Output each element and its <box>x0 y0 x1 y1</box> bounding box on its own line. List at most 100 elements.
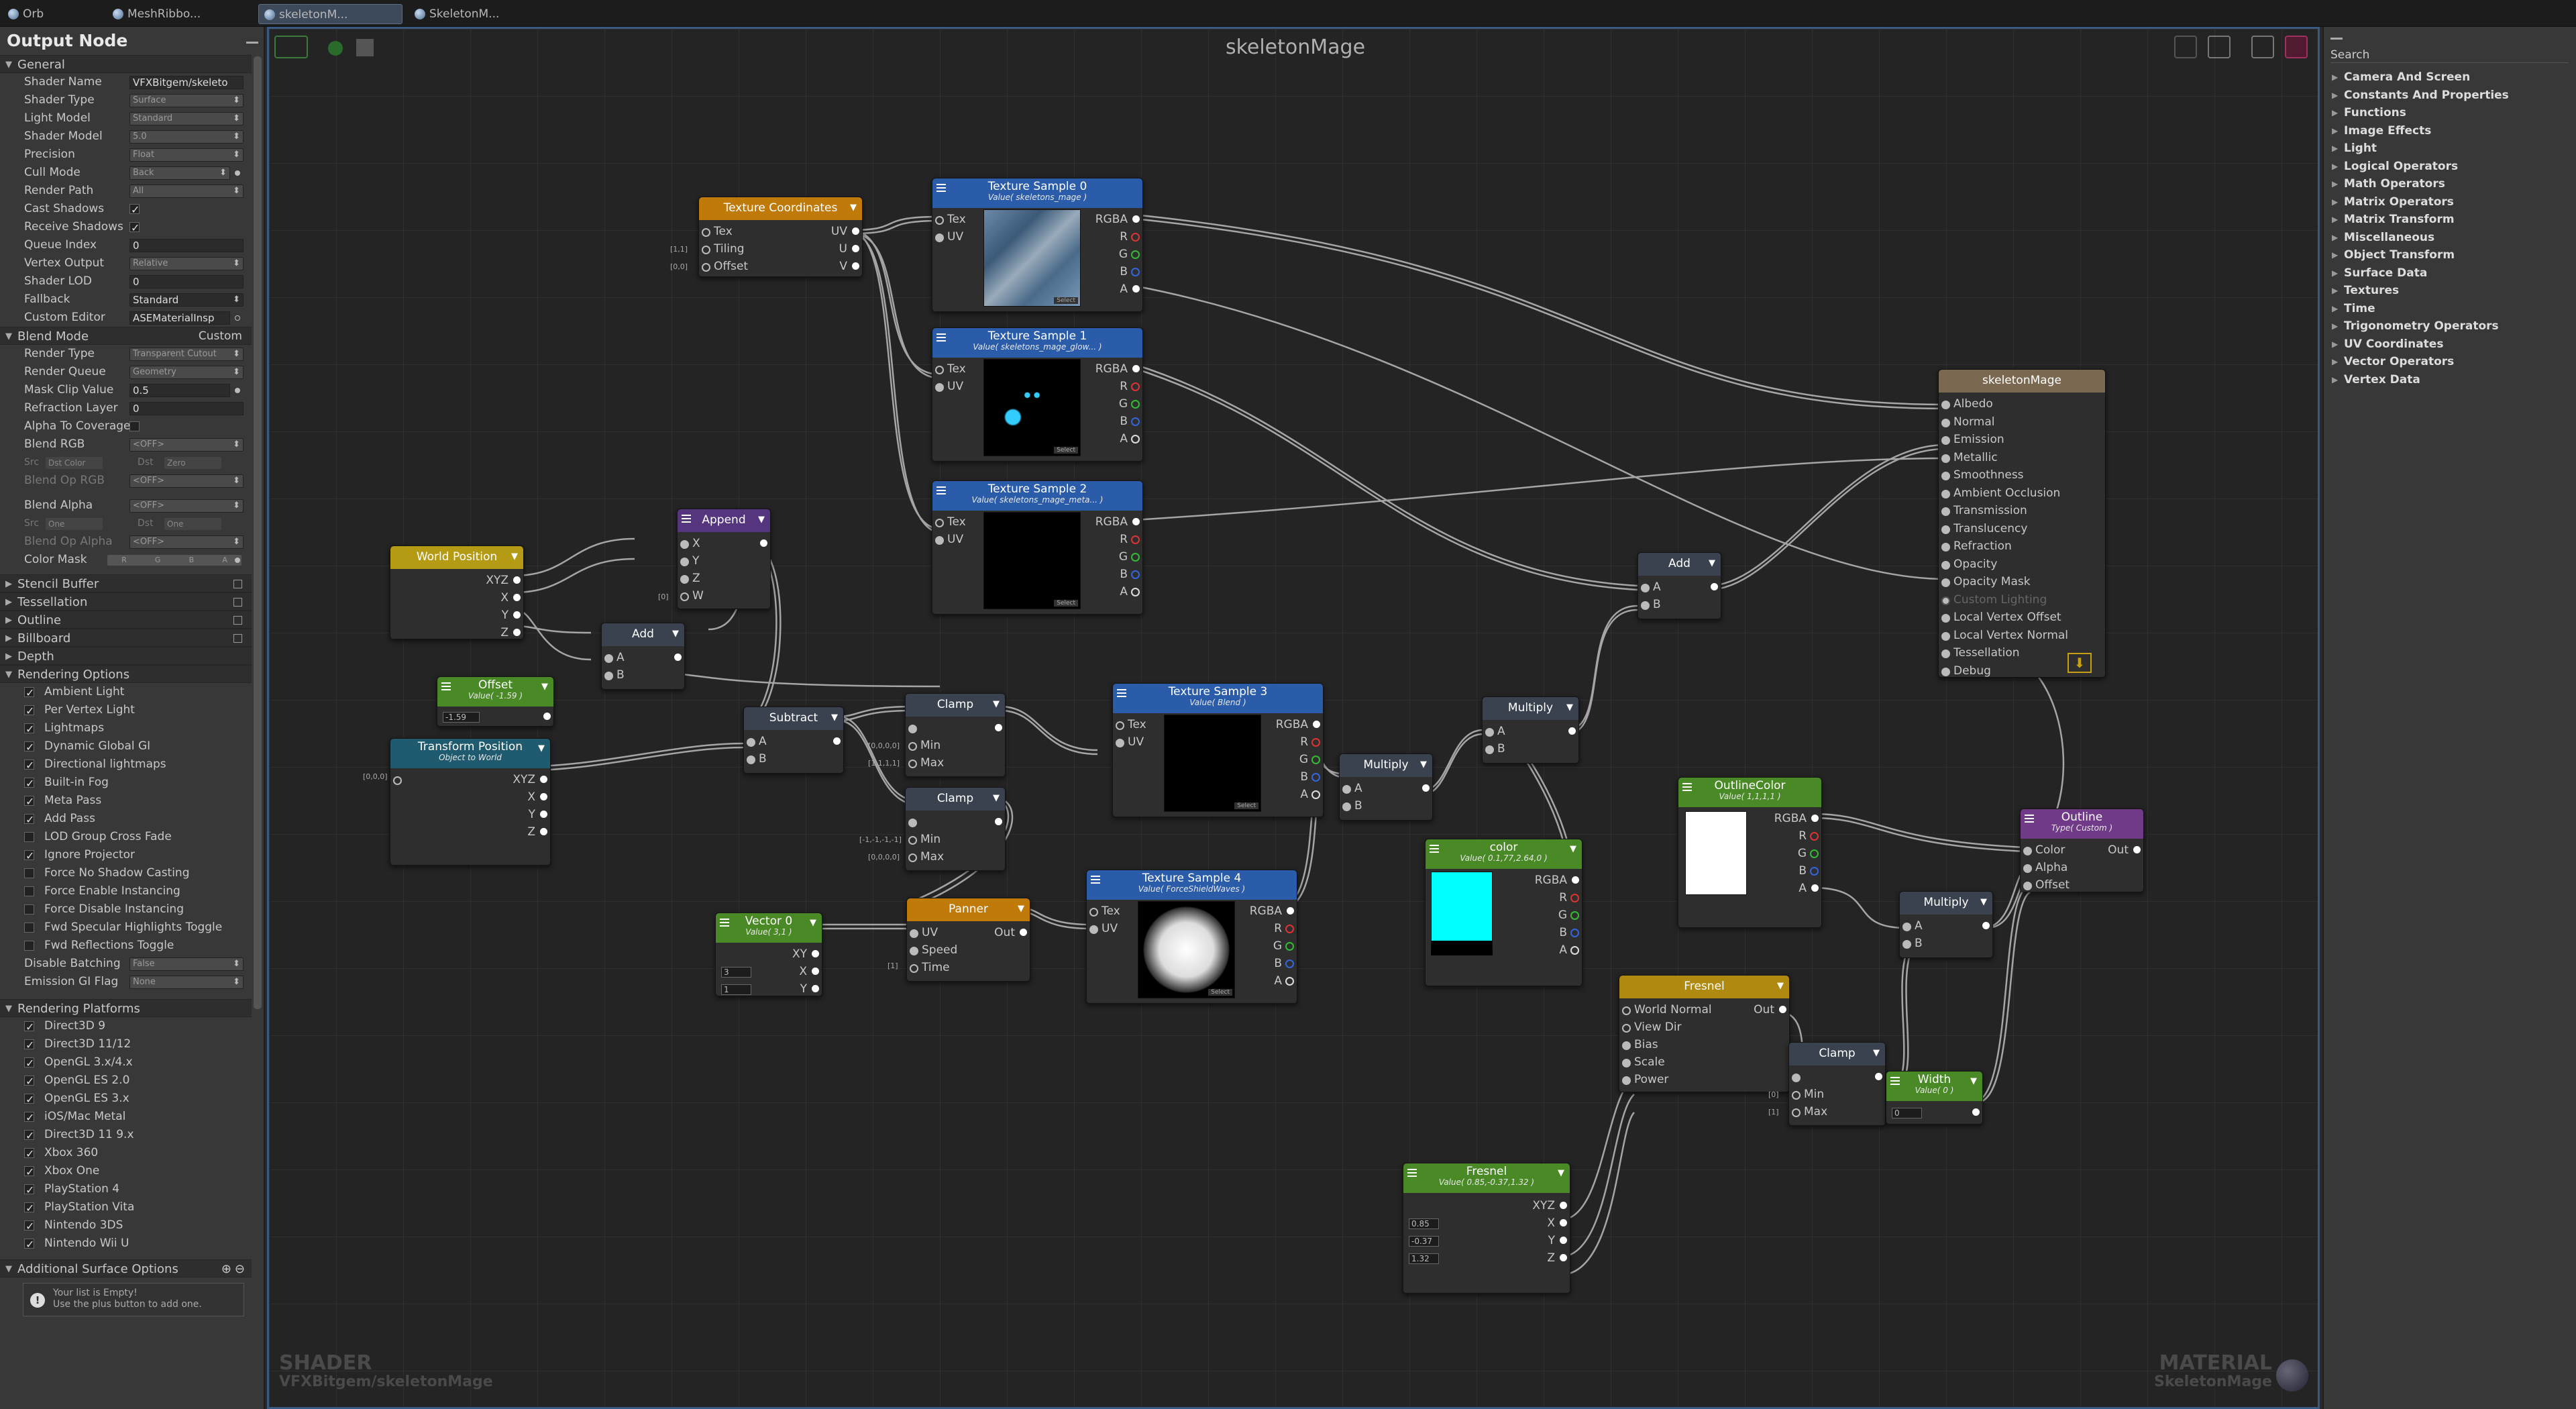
pin-out-r[interactable]: R <box>1274 921 1297 936</box>
pin-out-x[interactable]: X <box>799 964 822 979</box>
pin-min[interactable]: Min <box>906 738 941 753</box>
option-checkbox[interactable] <box>24 904 34 915</box>
tab-orb[interactable]: Orb <box>3 4 76 24</box>
node-clamp[interactable]: Clamp▼ Min Max <box>1788 1042 1886 1126</box>
pin-out-g[interactable]: G <box>1119 550 1142 564</box>
focus-icon[interactable] <box>2251 36 2274 58</box>
pin-uv[interactable]: UV <box>932 532 963 547</box>
pin-b[interactable]: B <box>1900 936 1923 951</box>
mask-clip-input[interactable]: 0.5 <box>129 384 230 397</box>
pin-out-z[interactable]: Z <box>500 625 523 640</box>
pin-out[interactable] <box>1978 919 1992 933</box>
node-clamp[interactable]: Clamp▼ Min Max <box>905 787 1006 871</box>
node-fresnel[interactable]: Fresnel▼ World Normal View Dir Bias Scal… <box>1619 975 1790 1092</box>
pin-out-z[interactable]: Z <box>527 825 550 839</box>
pin-out[interactable]: Out <box>2108 843 2143 857</box>
pin-offset[interactable]: Offset <box>699 259 748 274</box>
section-general[interactable]: General <box>0 55 252 74</box>
palette-category[interactable]: UV Coordinates <box>2324 335 2576 354</box>
master-pin[interactable]: Tessellation <box>1939 645 2020 660</box>
platform-checkbox[interactable] <box>24 1036 34 1054</box>
pin-bias[interactable]: Bias <box>1619 1037 1658 1052</box>
pin-out-b[interactable]: B <box>1120 264 1142 279</box>
dropdown-arrow-icon[interactable]: ▼ <box>1558 1168 1564 1178</box>
fallback-picker[interactable]: Standard <box>129 293 244 307</box>
width-value-input[interactable]: 0 <box>1892 1108 1922 1118</box>
palette-category[interactable]: Object Transform <box>2324 246 2576 264</box>
pin-out-r[interactable]: R <box>1120 379 1142 394</box>
disable-batching-dropdown[interactable]: False <box>129 957 244 971</box>
platform-checkbox[interactable] <box>24 1018 34 1036</box>
pin-out-uv[interactable]: UV <box>831 224 862 239</box>
section-rendering-platforms[interactable]: Rendering Platforms <box>0 999 252 1018</box>
pin-out-xyz[interactable]: XYZ <box>513 772 550 787</box>
dropdown-arrow-icon[interactable]: ▼ <box>850 203 857 213</box>
save-icon[interactable] <box>356 39 374 56</box>
pin-out[interactable] <box>755 536 770 551</box>
pin-view-dir[interactable]: View Dir <box>1619 1020 1682 1035</box>
option-checkbox[interactable] <box>24 923 34 933</box>
pin-b[interactable]: B <box>1638 597 1661 612</box>
section-rendering-options[interactable]: Rendering Options <box>0 665 252 684</box>
offset-value-input[interactable]: -1.59 <box>443 712 480 723</box>
toggle-square-icon[interactable] <box>233 616 242 625</box>
platform-checkbox[interactable] <box>24 1217 34 1235</box>
palette-category[interactable]: Vertex Data <box>2324 371 2576 389</box>
pin-tex[interactable]: Tex <box>1113 717 1146 732</box>
precision-dropdown[interactable]: Float <box>129 148 244 162</box>
node-multiply[interactable]: Multiply▼ A B <box>1339 753 1433 821</box>
pin-out-xyz[interactable]: XYZ <box>1532 1198 1570 1213</box>
pin-power[interactable]: Power <box>1619 1072 1668 1087</box>
pin-out-rgba[interactable]: RGBA <box>1250 904 1297 919</box>
section-tessellation[interactable]: Tessellation <box>0 592 252 611</box>
fresnel-z-input[interactable]: 1.32 <box>1409 1253 1439 1264</box>
pin-out[interactable] <box>990 721 1005 735</box>
pin-uv[interactable]: UV <box>907 925 938 940</box>
panel-scrollbar[interactable] <box>254 56 262 1009</box>
dropdown-arrow-icon[interactable]: ▼ <box>1709 558 1715 568</box>
tab-skeletonmage-2[interactable]: SkeletonM... <box>409 4 543 24</box>
option-checkbox[interactable] <box>24 702 34 720</box>
pin-out[interactable] <box>990 815 1005 829</box>
pin-out-u[interactable]: U <box>839 242 862 256</box>
pin-out-rgba[interactable]: RGBA <box>1774 811 1821 826</box>
pin-z[interactable]: Z <box>678 571 700 586</box>
pin-out-b[interactable]: B <box>1300 770 1323 784</box>
pin-uv[interactable]: UV <box>932 379 963 394</box>
master-pin[interactable]: Custom Lighting <box>1939 592 2047 607</box>
pin-scale[interactable]: Scale <box>1619 1055 1665 1069</box>
dropdown-arrow-icon[interactable]: ▼ <box>1566 702 1573 713</box>
render-queue-dropdown[interactable]: Geometry <box>129 366 244 379</box>
node-multiply[interactable]: Multiply▼ A B <box>1899 891 1993 958</box>
pin-b[interactable]: B <box>602 668 625 682</box>
palette-category[interactable]: Surface Data <box>2324 264 2576 282</box>
pin-out-g[interactable]: G <box>1558 908 1582 923</box>
shader-name-input[interactable]: VFXBitgem/skeleto <box>129 76 244 89</box>
dropdown-arrow-icon[interactable]: ▼ <box>758 515 765 525</box>
pin-out-x[interactable]: X <box>527 790 550 804</box>
pin-out[interactable] <box>1564 724 1578 739</box>
blend-op-alpha-dropdown[interactable]: <OFF> <box>129 535 244 549</box>
palette-category[interactable]: Trigonometry Operators <box>2324 317 2576 335</box>
pin-a[interactable]: A <box>1340 781 1362 796</box>
pin-x[interactable]: X <box>678 536 700 551</box>
pin-out-r[interactable]: R <box>1120 532 1142 547</box>
pin-out-y[interactable]: Y <box>502 608 523 623</box>
pin-out-y[interactable]: Y <box>529 807 550 822</box>
pin-out-a[interactable]: A <box>1274 974 1297 988</box>
live-mode-toggle[interactable] <box>274 36 308 58</box>
property-dot-icon[interactable] <box>235 170 240 176</box>
pin-out-g[interactable]: G <box>1798 846 1821 861</box>
emission-gi-dropdown[interactable]: None <box>129 976 244 989</box>
fresnel-y-input[interactable]: -0.37 <box>1409 1236 1439 1247</box>
palette-category[interactable]: Textures <box>2324 282 2576 300</box>
option-checkbox[interactable] <box>24 738 34 756</box>
node-multiply[interactable]: Multiply▼ A B <box>1482 696 1579 764</box>
palette-category[interactable]: Matrix Transform <box>2324 211 2576 229</box>
option-checkbox[interactable] <box>24 847 34 865</box>
master-pin[interactable]: Transmission <box>1939 503 2027 518</box>
dropdown-arrow-icon[interactable]: ▼ <box>831 713 838 723</box>
pin-out[interactable] <box>1968 1105 1982 1120</box>
